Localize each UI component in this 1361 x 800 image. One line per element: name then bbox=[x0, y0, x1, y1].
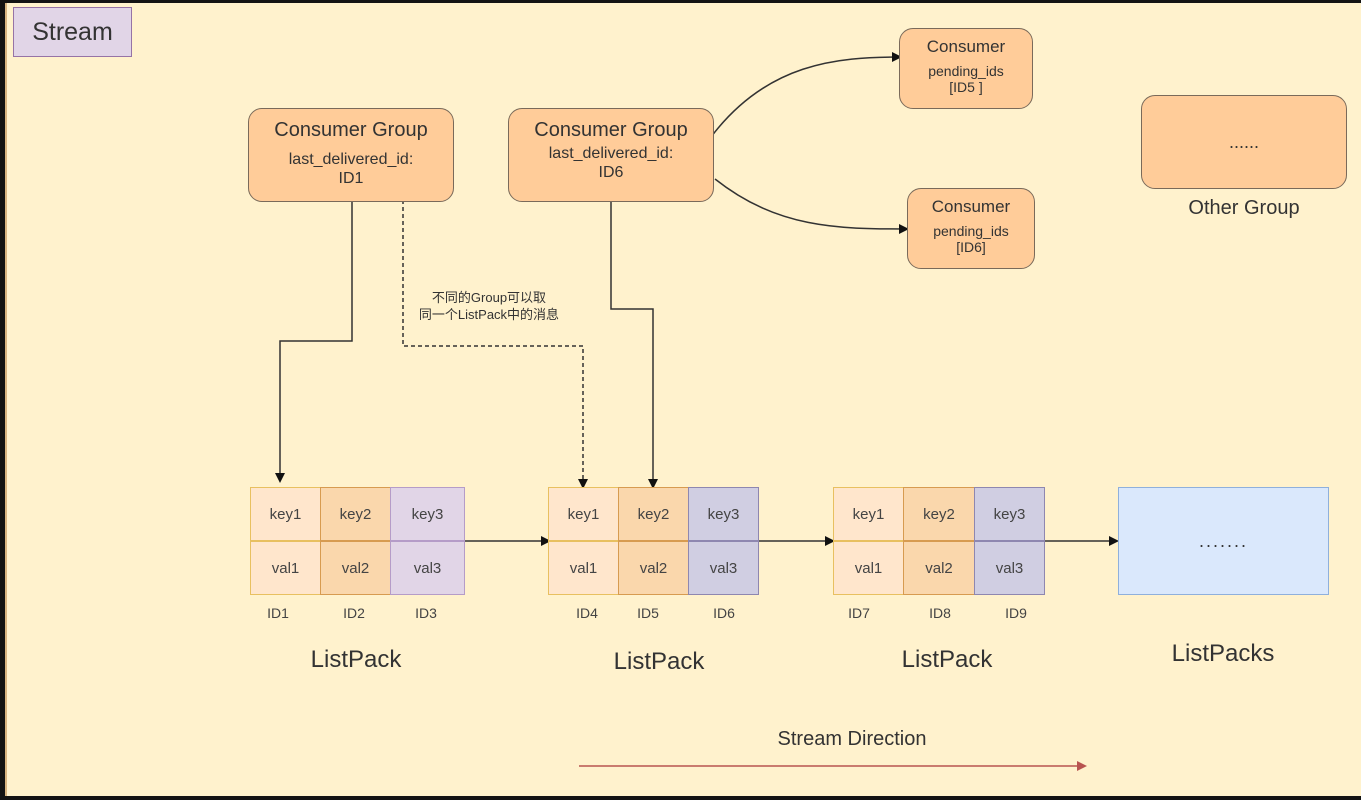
entry-id: ID2 bbox=[343, 605, 365, 621]
val-cell[interactable]: val2 bbox=[320, 541, 391, 595]
note-line-2: 同一个ListPack中的消息 bbox=[418, 307, 560, 322]
arrow-group2-to-id5 bbox=[610, 200, 658, 489]
pending-ids-label: pending_ids bbox=[928, 63, 1004, 79]
arrow-group2-to-consumer2 bbox=[714, 178, 909, 234]
other-group-label: Other Group bbox=[1188, 197, 1300, 219]
pending-ids-value: [ID6] bbox=[956, 239, 986, 255]
entry-id: ID9 bbox=[1005, 605, 1027, 621]
key-cell[interactable]: key3 bbox=[688, 487, 759, 541]
other-group-box[interactable]: ...... bbox=[1141, 95, 1347, 189]
stream-direction-label: Stream Direction bbox=[777, 728, 927, 750]
val-cell[interactable]: val1 bbox=[548, 541, 619, 595]
diagram-canvas: Stream Consumer Group last_delivered_id:… bbox=[5, 3, 1361, 796]
val-cell[interactable]: val2 bbox=[903, 541, 975, 595]
arrow-group1-to-id1 bbox=[275, 200, 353, 483]
more-listpacks-label: ListPacks bbox=[1171, 640, 1275, 667]
key-cell[interactable]: key1 bbox=[548, 487, 619, 541]
last-delivered-id-label: last_delivered_id: bbox=[288, 151, 414, 168]
other-group-ellipsis: ...... bbox=[1228, 131, 1259, 152]
last-delivered-id-value: ID1 bbox=[338, 170, 364, 187]
consumer-title: Consumer bbox=[926, 37, 1006, 56]
entry-id: ID6 bbox=[713, 605, 735, 621]
last-delivered-id-value: ID6 bbox=[598, 164, 624, 181]
entry-id: ID1 bbox=[267, 605, 289, 621]
entry-id: ID8 bbox=[929, 605, 951, 621]
pending-ids-label: pending_ids bbox=[933, 223, 1009, 239]
key-cell[interactable]: key1 bbox=[833, 487, 904, 541]
val-cell[interactable]: val1 bbox=[250, 541, 321, 595]
key-cell[interactable]: key2 bbox=[320, 487, 391, 541]
consumer-group-2[interactable]: Consumer Group last_delivered_id: ID6 bbox=[508, 108, 714, 202]
listpack-label: ListPack bbox=[310, 646, 402, 673]
listpack-label: ListPack bbox=[613, 648, 705, 675]
consumer-1[interactable]: Consumer pending_ids [ID5 ] bbox=[899, 28, 1033, 109]
val-cell[interactable]: val3 bbox=[688, 541, 759, 595]
consumer-group-1[interactable]: Consumer Group last_delivered_id: ID1 bbox=[248, 108, 454, 202]
arrow-group1-to-id4-dashed bbox=[402, 200, 588, 489]
listpack-label: ListPack bbox=[901, 646, 993, 673]
val-cell[interactable]: val2 bbox=[618, 541, 689, 595]
val-cell[interactable]: val1 bbox=[833, 541, 904, 595]
entry-id: ID3 bbox=[415, 605, 437, 621]
entry-id: ID4 bbox=[576, 605, 598, 621]
stream-title: Stream bbox=[13, 7, 132, 57]
entry-id: ID7 bbox=[848, 605, 870, 621]
arrow-group2-to-consumer1 bbox=[710, 52, 902, 138]
more-listpacks-box[interactable]: ....... bbox=[1118, 487, 1329, 595]
key-cell[interactable]: key3 bbox=[974, 487, 1045, 541]
consumer-2[interactable]: Consumer pending_ids [ID6] bbox=[907, 188, 1035, 269]
pending-ids-value: [ID5 ] bbox=[949, 79, 983, 95]
consumer-group-title: Consumer Group bbox=[534, 119, 688, 141]
entry-id: ID5 bbox=[637, 605, 659, 621]
group-note: 不同的Group可以取 同一个ListPack中的消息 bbox=[389, 289, 589, 323]
key-cell[interactable]: key2 bbox=[903, 487, 975, 541]
consumer-group-title: Consumer Group bbox=[274, 119, 428, 141]
consumer-title: Consumer bbox=[931, 197, 1011, 216]
last-delivered-id-label: last_delivered_id: bbox=[548, 145, 674, 162]
val-cell[interactable]: val3 bbox=[974, 541, 1045, 595]
note-line-1: 不同的Group可以取 bbox=[431, 290, 547, 305]
key-cell[interactable]: key2 bbox=[618, 487, 689, 541]
key-cell[interactable]: key3 bbox=[390, 487, 465, 541]
key-cell[interactable]: key1 bbox=[250, 487, 321, 541]
more-listpacks-ellipsis: ....... bbox=[1198, 530, 1248, 551]
val-cell[interactable]: val3 bbox=[390, 541, 465, 595]
